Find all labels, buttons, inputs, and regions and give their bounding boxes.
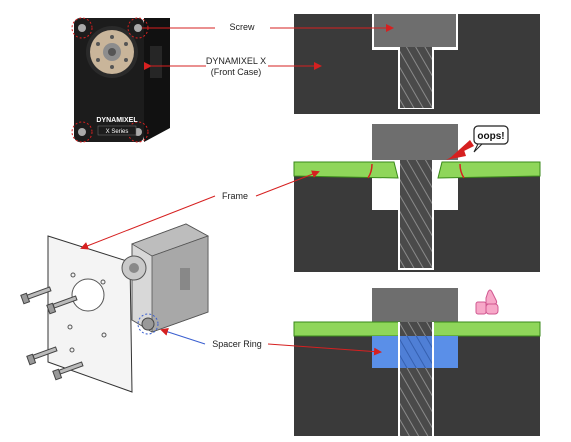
panel-correct-screw (294, 14, 540, 114)
screw-icon (20, 286, 84, 381)
brand-text: DYNAMIXEL (96, 117, 138, 124)
exploded-assembly (20, 223, 209, 393)
leader-lines (80, 24, 394, 356)
panel-with-spacer (293, 288, 541, 438)
frame-plate (47, 235, 133, 393)
dynamixel-servo-front: DYNAMIXEL X Series (71, 17, 170, 143)
spacer-ring-label: Spacer Ring (212, 339, 262, 349)
frame-right-bent (437, 161, 541, 179)
oops-text: oops! (477, 131, 504, 142)
oops-bubble (473, 125, 509, 145)
screw-label: Screw (229, 22, 255, 32)
panel-without-spacer: oops! (293, 124, 541, 272)
front-case-label-line2: (Front Case) (210, 67, 262, 77)
frame-label: Frame (221, 191, 248, 201)
front-case-label-line1: DYNAMIXEL X (205, 56, 267, 66)
warning-icon (450, 140, 474, 158)
thumbs-up-icon (475, 289, 499, 315)
frame-right-flat (431, 321, 541, 337)
front-case-label: DYNAMIXEL X (Front Case) (200, 56, 272, 78)
frame-left-flat (293, 321, 401, 337)
series-text: X Series (106, 129, 129, 135)
